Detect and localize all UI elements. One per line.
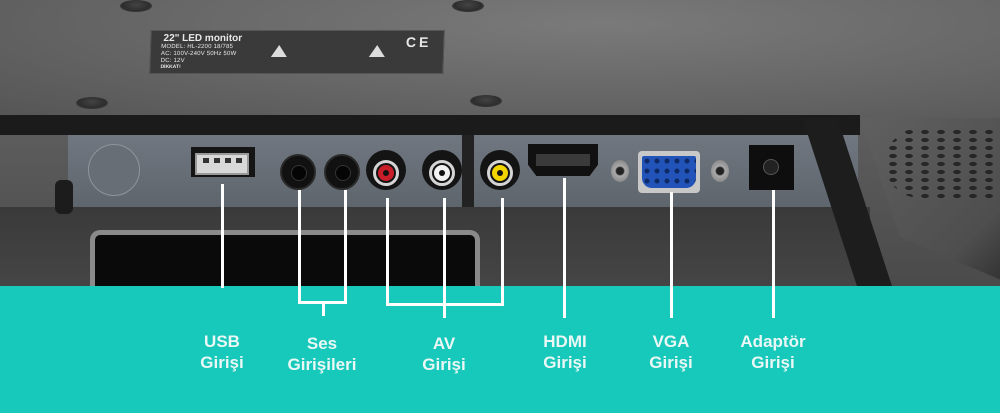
rca-red-port-icon bbox=[366, 150, 406, 190]
vga-screw bbox=[611, 160, 629, 182]
port-label-vga: VGA Girişi bbox=[611, 331, 731, 373]
side-knob bbox=[55, 180, 73, 214]
label-power: AC: 100V-240V 50Hz 50W bbox=[160, 51, 237, 57]
dc-power-jack-icon bbox=[749, 145, 794, 190]
audio-jack-icon bbox=[280, 154, 316, 190]
screw bbox=[470, 95, 502, 107]
port-label-hdmi: HDMI Girişi bbox=[505, 331, 625, 373]
stand-mount-opening bbox=[90, 230, 480, 286]
speaker-grille-icon bbox=[885, 128, 1000, 198]
panel-divider bbox=[462, 135, 474, 207]
adapter-label-sub: Girişi bbox=[751, 353, 795, 372]
usb-pointer-line bbox=[221, 184, 224, 288]
screw bbox=[452, 0, 484, 12]
monitor-rear-photo: 22" LED monitor MODEL: HL-2200 18/785 AC… bbox=[0, 0, 1000, 286]
vga-label-title: VGA bbox=[652, 332, 690, 351]
port-label-adapter: Adaptör Girişi bbox=[713, 331, 833, 373]
usb-label-sub: Girişi bbox=[200, 353, 244, 372]
audio-pointer-line bbox=[298, 190, 301, 303]
av-pointer-line bbox=[501, 198, 504, 305]
round-recess bbox=[88, 144, 140, 196]
label-model: MODEL: HL-2200 18/785 bbox=[161, 44, 234, 50]
cover-edge-shadow bbox=[0, 115, 860, 135]
screw bbox=[76, 97, 108, 109]
av-pointer-line bbox=[386, 198, 389, 305]
av-label-title: AV bbox=[432, 334, 456, 353]
vga-screw bbox=[711, 160, 729, 182]
warning-triangle-icon bbox=[368, 45, 386, 57]
warning-triangle-icon bbox=[270, 45, 288, 57]
rca-white-port-icon bbox=[422, 150, 462, 190]
rca-yellow-port-icon bbox=[480, 150, 520, 190]
vga-port-icon bbox=[638, 151, 700, 193]
av-pointer-line bbox=[443, 198, 446, 318]
label-warning: DİKKAT! bbox=[160, 64, 181, 70]
adapter-pointer-line bbox=[772, 190, 775, 318]
usb-label-title: USB bbox=[204, 332, 240, 351]
adapter-label-title: Adaptör bbox=[740, 332, 806, 351]
audio-stem-line bbox=[322, 301, 325, 316]
vga-label-sub: Girişi bbox=[649, 353, 693, 372]
screw bbox=[120, 0, 152, 12]
port-label-av: AV Girişi bbox=[384, 333, 504, 375]
audio-label-sub: Girişileri bbox=[287, 355, 357, 374]
av-bracket-line bbox=[386, 303, 504, 306]
ce-mark-icon: CE bbox=[405, 34, 432, 50]
audio-jack-icon bbox=[324, 154, 360, 190]
audio-pointer-line bbox=[344, 190, 347, 303]
av-label-sub: Girişi bbox=[422, 355, 466, 374]
audio-label-title: Ses bbox=[306, 334, 338, 353]
hdmi-port-icon bbox=[528, 144, 598, 176]
port-label-audio: Ses Girişileri bbox=[262, 333, 382, 375]
hdmi-label-title: HDMI bbox=[543, 332, 587, 351]
vga-pointer-line bbox=[670, 192, 673, 318]
port-label-usb: USB Girişi bbox=[162, 331, 282, 373]
label-title: 22" LED monitor bbox=[163, 33, 243, 44]
usb-port-icon bbox=[191, 147, 255, 177]
product-label-plate: 22" LED monitor MODEL: HL-2200 18/785 AC… bbox=[149, 30, 445, 74]
hdmi-label-sub: Girişi bbox=[543, 353, 587, 372]
hdmi-pointer-line bbox=[563, 178, 566, 318]
